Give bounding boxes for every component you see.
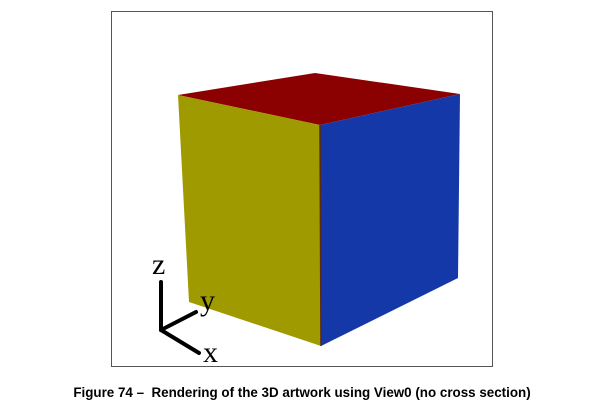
cube-top-face: [178, 73, 460, 125]
cube-left-face: [178, 95, 321, 346]
axis-triad: z y x: [152, 248, 218, 368]
y-axis-line: [159, 310, 198, 332]
figure-frame: z y x: [111, 11, 493, 368]
y-axis-label: y: [200, 284, 215, 317]
z-axis-label: z: [152, 248, 165, 281]
x-axis-label: x: [203, 336, 218, 368]
figure-caption: Figure 74 – Rendering of the 3D artwork …: [73, 385, 531, 400]
cube-right-face: [320, 94, 460, 346]
x-axis-line: [159, 328, 201, 355]
cube-rendering: z y x: [152, 73, 460, 368]
cube-front-edge: [319, 124, 322, 347]
